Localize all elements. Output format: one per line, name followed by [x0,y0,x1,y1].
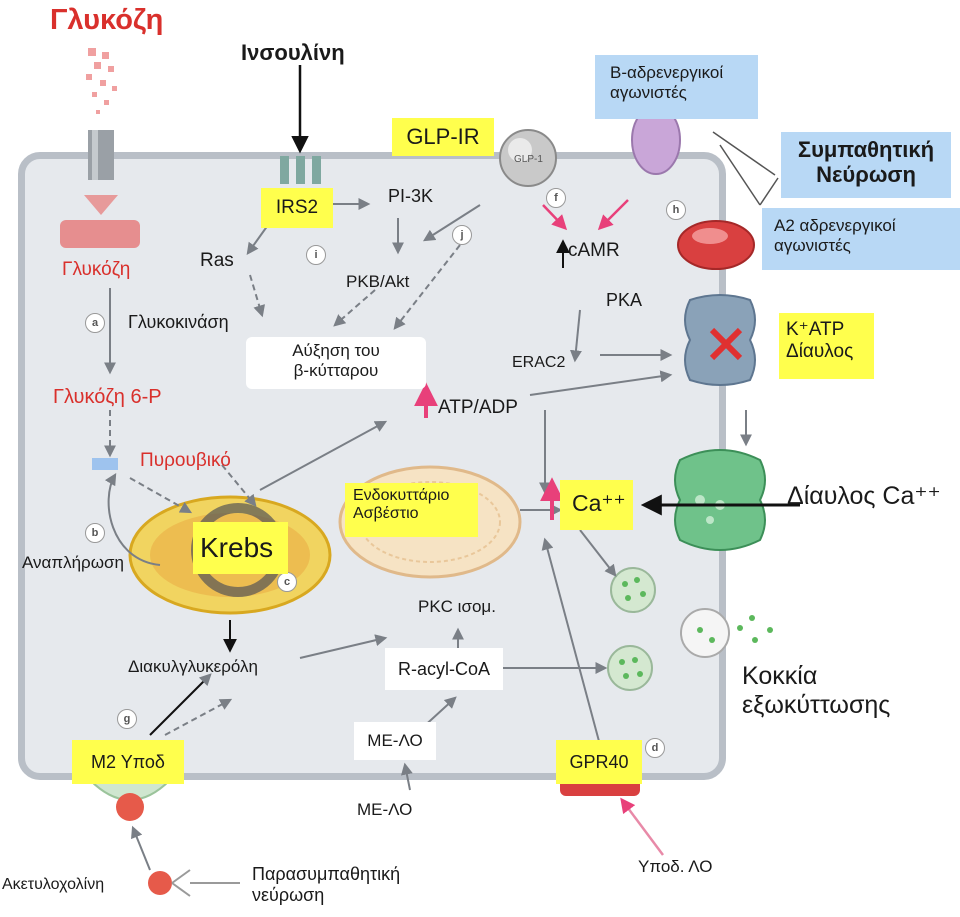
pka-label: PKA [606,290,643,310]
glucokinase-label: Γλυκοκινάση [128,312,229,332]
m2-receptor-label: Μ2 Υποδ [72,740,184,784]
me-lo-outer-label: ΜΕ-ΛΟ [357,800,413,819]
me-lo-inner-label: ΜΕ-ΛΟ [354,722,436,760]
sympathetic-line1: Συμπαθητική [797,137,935,162]
beta-growth-line2: β-κύτταρου [293,360,379,380]
glucose-particles [86,48,117,114]
anaplerosis-label: Αναπλήρωση [22,553,124,572]
pyruvate-label: Πυρουβικό [140,450,231,471]
lo-receptor-label: Υποδ. ΛΟ [638,857,713,876]
svg-text:GLP-1: GLP-1 [514,154,543,165]
parasympathetic-line1: Παρασυμπαθητική [252,864,401,884]
marker-d: d [645,738,665,758]
racyl-coa-label: R-acyl-CoA [385,648,503,690]
atp-adp-label: ATP/ADP [438,397,518,418]
beta-agonists-line2: αγωνιστές [610,82,687,102]
insulin-label: Ινσουλίνη [241,40,345,65]
beta-agonists-box: Β-αδρενεργικοί αγωνιστές [595,55,758,119]
erac2-label: ERAC2 [512,354,566,371]
sympathetic-box: Συμπαθητική Νεύρωση [781,132,951,198]
marker-f: f [546,188,566,208]
beta-cell [18,152,726,780]
marker-j: j [452,225,472,245]
katp-line2: Δίαυλος [786,340,854,362]
beta-growth-box: Αύξηση του β-κύτταρου [246,337,426,389]
ras-label: Ras [200,250,234,271]
marker-i: i [306,245,326,265]
marker-h: h [666,200,686,220]
pkc-label: PKC ισομ. [418,597,496,616]
er-ca-box: Ενδοκυττάριο Ασβέστιο [345,483,478,537]
page-title: Γλυκόζη [50,4,164,36]
ca-channel [674,449,766,551]
a2-agonists-line1: Α2 αδρενεργικοί [774,216,896,235]
glucose6p-label: Γλυκόζη 6-Ρ [53,386,162,408]
marker-g: g [117,709,137,729]
er-ca-line1: Ενδοκυττάριο [353,487,450,504]
a2-agonists-box: Α2 αδρενεργικοί αγωνιστές [762,208,960,270]
beta-growth-line1: Αύξηση του [292,341,380,360]
pi3k-label: PI-3K [388,186,434,206]
krebs-label: Krebs [193,522,288,574]
marker-a: a [85,313,105,333]
pyruvate-transporter [92,458,118,470]
dag-label: Διακυλγλυκερόλη [128,657,258,676]
parasympathetic-label: Παρασυμπαθητική νεύρωση [252,864,400,905]
katp-line1: K⁺ATP [786,319,845,340]
marker-b: b [85,523,105,543]
irs2-label: IRS2 [261,188,333,228]
sympathetic-line2: Νεύρωση [816,162,916,188]
pkb-akt-label: PKB/Akt [346,272,410,291]
a2-agonists-line2: αγωνιστές [774,235,851,255]
ca-label: Ca⁺⁺ [560,480,633,530]
glp-ir-label: GLP-IR [392,118,494,156]
exocytosis-label: Κοκκία εξωκύττωσης [742,662,890,720]
er-ca-line2: Ασβέστιο [353,505,419,523]
insulin-receptor [280,156,321,184]
glucose-label: Γλυκόζη [62,259,131,280]
katp-box: K⁺ATP Δίαυλος [779,313,874,379]
gpr40-label: GPR40 [556,740,642,784]
acetylcholine-label: Ακετυλοχολίνη [2,876,105,893]
beta-agonists-line1: Β-αδρενεργικοί [610,63,724,82]
parasympathetic-line2: νεύρωση [252,884,325,905]
ca-channel-label: Δίαυλος Ca⁺⁺ [787,482,941,510]
exocytosis-line2: εξωκύττωσης [742,690,891,719]
granules [607,567,773,691]
camp-label: cAMR [568,240,620,261]
katp-channel [684,294,756,386]
exocytosis-line1: Κοκκία [742,662,818,690]
glucose-transporter [60,130,140,248]
marker-c: c [277,572,297,592]
